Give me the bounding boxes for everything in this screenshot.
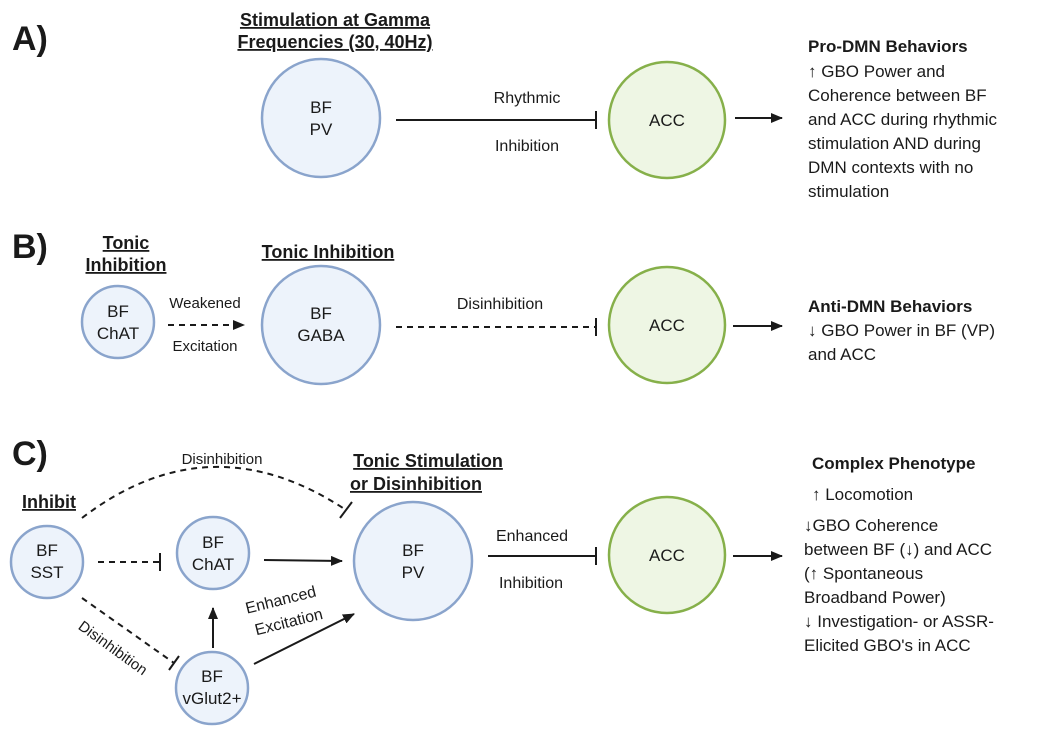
outcome-c-line: ↓ Investigation- or ASSR- <box>804 612 994 631</box>
node-c-bf-sst-line-2: SST <box>30 563 63 582</box>
edge-c-pv-acc-label-line-2: Inhibition <box>499 575 563 592</box>
outcome-a-title: Pro-DMN Behaviors <box>808 37 968 56</box>
node-c-bf-chat <box>175 515 251 591</box>
panel-c-pv-heading-line-1: Tonic Stimulation <box>353 451 503 471</box>
outcome-a-line: DMN contexts with no <box>808 158 973 177</box>
node-b-bf-gaba <box>260 264 382 386</box>
edge-c-chat-pv <box>263 555 343 566</box>
edge-c-pv-acc-label-line-1: Enhanced <box>496 528 568 545</box>
edge-c-vglut2-pv <box>253 613 355 665</box>
outcome-a-line: stimulation AND during <box>808 134 981 153</box>
edge-b1-label-line-2: Excitation <box>172 338 237 355</box>
panel-c-pv-heading-line-2: or Disinhibition <box>350 474 482 494</box>
outcome-c-line: Elicited GBO's in ACC <box>804 636 971 655</box>
node-c-bf-pv-line-1: BF <box>402 541 424 560</box>
node-b-acc <box>607 265 727 385</box>
edge-c-diag-label: Disinhibition <box>75 618 150 679</box>
outcome-c-line: Broadband Power) <box>804 588 946 607</box>
panel-c-label: C) <box>12 435 48 473</box>
panel-a-heading-line-1: Stimulation at Gamma <box>240 10 431 30</box>
node-a-acc <box>607 60 727 180</box>
outcome-c-line: between BF (↓) and ACC <box>804 540 992 559</box>
node-b-bf-chat <box>80 284 156 360</box>
node-b-bf-gaba-line-1: BF <box>310 304 332 323</box>
node-b-bf-chat-line-1: BF <box>107 302 129 321</box>
outcome-a-line: Coherence between BF <box>808 86 987 105</box>
outcome-c-line: (↑ Spontaneous <box>804 564 923 583</box>
edge-c-sst-pv-arc <box>81 466 347 519</box>
node-c-bf-sst-line-1: BF <box>36 541 58 560</box>
node-c-bf-vglut2-line-1: BF <box>201 667 223 686</box>
node-c-bf-sst <box>9 524 85 600</box>
outcome-c-title: Complex Phenotype <box>812 454 975 473</box>
panel-a-label: A) <box>12 20 48 58</box>
node-c-bf-chat-line-2: ChAT <box>192 555 234 574</box>
panel-b: B) Tonic Inhibition Tonic Inhibition BF … <box>12 228 995 386</box>
node-b-bf-chat-line-2: ChAT <box>97 324 139 343</box>
outcome-a-line: stimulation <box>808 182 889 201</box>
edge-c-sst-pv-inhibit-bar <box>339 501 353 519</box>
node-c-bf-chat-line-1: BF <box>202 533 224 552</box>
node-a-bf-pv-line-1: BF <box>310 98 332 117</box>
panel-a: A) Stimulation at Gamma Frequencies (30,… <box>12 10 997 201</box>
edge-b2-label: Disinhibition <box>457 296 543 313</box>
node-c-acc <box>607 495 727 615</box>
node-c-bf-pv-line-2: PV <box>402 563 425 582</box>
node-a-acc-label: ACC <box>649 111 685 130</box>
node-b-bf-gaba-line-2: GABA <box>297 326 345 345</box>
node-a-bf-pv-line-2: PV <box>310 120 333 139</box>
edge-b1-label-line-1: Weakened <box>169 295 240 312</box>
outcome-a-line: ↑ GBO Power and <box>808 62 945 81</box>
edge-c-arc-label: Disinhibition <box>182 451 263 468</box>
panel-c: C) Inhibit Tonic Stimulation or Disinhib… <box>9 435 994 726</box>
panel-b-chat-heading-line-2: Inhibition <box>86 255 167 275</box>
edge-c-sst-vglut2-inhibit-bar <box>168 655 180 671</box>
node-c-acc-label: ACC <box>649 546 685 565</box>
outcome-c-line: ↑ Locomotion <box>812 485 913 504</box>
panel-c-inhibit-heading: Inhibit <box>22 492 76 512</box>
edge-a-label-line-2: Inhibition <box>495 138 559 155</box>
edge-c-sst-vglut2-line <box>81 597 175 664</box>
outcome-b-line: ↓ GBO Power in BF (VP) <box>808 321 995 340</box>
node-c-bf-vglut2 <box>174 650 250 726</box>
outcome-b-title: Anti-DMN Behaviors <box>808 297 972 316</box>
panel-a-heading-line-2: Frequencies (30, 40Hz) <box>237 32 432 52</box>
edge-a-label-line-1: Rhythmic <box>494 90 561 107</box>
node-b-acc-label: ACC <box>649 316 685 335</box>
node-c-bf-pv <box>352 500 474 622</box>
panel-b-label: B) <box>12 228 48 266</box>
node-a-bf-pv <box>260 57 382 179</box>
outcome-a-line: and ACC during rhythmic <box>808 110 997 129</box>
node-c-bf-vglut2-line-2: vGlut2+ <box>182 689 241 708</box>
outcome-b-line: and ACC <box>808 345 876 364</box>
outcome-c-line: ↓GBO Coherence <box>804 516 938 535</box>
panel-b-chat-heading-line-1: Tonic <box>103 233 150 253</box>
panel-b-gaba-heading: Tonic Inhibition <box>262 242 395 262</box>
